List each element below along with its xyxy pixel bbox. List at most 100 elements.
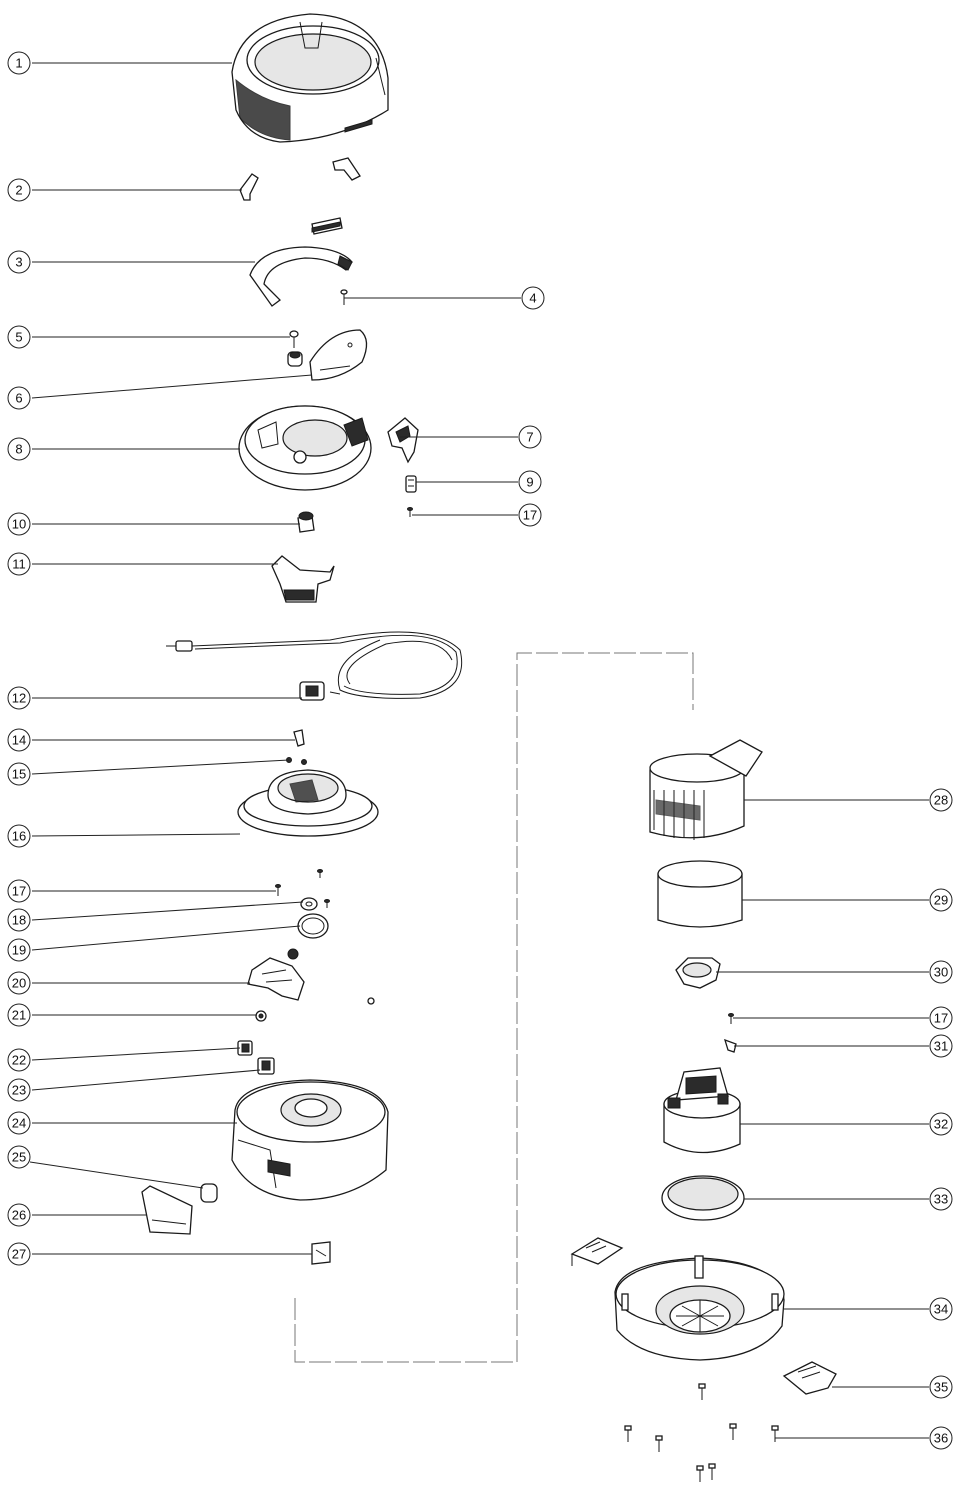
- callout-6: 6: [7, 374, 313, 410]
- callout-17-top: 17: [412, 503, 542, 527]
- callout-5: 5: [7, 325, 290, 349]
- callout-28: 28: [744, 788, 953, 812]
- callout-27: 27: [7, 1242, 312, 1266]
- part-2-clip: [239, 173, 259, 201]
- part-5-screw: [287, 330, 303, 367]
- part-20-switch-holder: [247, 948, 375, 1005]
- part-clip-top: [332, 157, 361, 181]
- callout-26: 26: [7, 1203, 146, 1227]
- callout-3: 3: [7, 250, 255, 274]
- svg-text:18: 18: [12, 913, 26, 928]
- part-17-screw-c: [728, 1013, 734, 1024]
- svg-text:21: 21: [12, 1008, 26, 1023]
- svg-text:14: 14: [12, 733, 26, 748]
- group-boundary: [294, 652, 694, 1363]
- svg-text:19: 19: [12, 943, 26, 958]
- part-3-arc-ring: [249, 246, 353, 307]
- part-11-bracket: [271, 555, 335, 603]
- callout-4: 4: [344, 286, 545, 310]
- part-9-connector: [405, 475, 417, 493]
- callout-9: 9: [416, 470, 542, 494]
- callout-11: 11: [7, 552, 278, 576]
- svg-text:32: 32: [934, 1117, 948, 1132]
- part-28-container: [649, 739, 763, 840]
- callout-15: 15: [7, 759, 290, 786]
- svg-text:20: 20: [12, 976, 26, 991]
- part-7-clamp: [387, 417, 419, 464]
- part-17-screw-b: [275, 869, 330, 908]
- svg-text:10: 10: [12, 517, 26, 532]
- svg-text:31: 31: [934, 1039, 948, 1054]
- callout-12: 12: [7, 686, 302, 710]
- part-35-clip: [782, 1361, 837, 1395]
- callout-8: 8: [7, 437, 240, 461]
- callout-33: 33: [744, 1187, 953, 1211]
- svg-text:3: 3: [15, 255, 22, 270]
- callout-35: 35: [832, 1375, 953, 1399]
- callout-20: 20: [7, 971, 250, 995]
- callout-31: 31: [734, 1034, 953, 1058]
- callout-17-right: 17: [733, 1006, 953, 1030]
- part-30-fan-cap: [675, 957, 721, 989]
- svg-text:8: 8: [15, 442, 22, 457]
- callout-21: 21: [7, 1003, 257, 1027]
- part-34-base: [614, 1255, 785, 1361]
- part-32-motor: [663, 1067, 741, 1154]
- callout-7: 7: [400, 425, 542, 449]
- svg-text:22: 22: [12, 1053, 26, 1068]
- callout-18: 18: [7, 901, 304, 932]
- svg-text:23: 23: [12, 1083, 26, 1098]
- part-14-clip: [293, 729, 305, 747]
- part-23-switch: [257, 1057, 275, 1075]
- callout-34: 34: [784, 1297, 953, 1321]
- svg-text:9: 9: [526, 475, 533, 490]
- part-24-motor-housing: [231, 1079, 389, 1201]
- part-36-screws: [624, 1383, 779, 1482]
- svg-text:15: 15: [12, 767, 26, 782]
- svg-text:17: 17: [523, 508, 537, 523]
- svg-text:27: 27: [12, 1247, 26, 1262]
- part-22-switch: [237, 1040, 253, 1056]
- part-19-o-ring: [297, 913, 329, 939]
- part-12-power-cord: [166, 631, 463, 701]
- part-4-screw: [340, 289, 348, 305]
- callout-25: 25: [7, 1145, 204, 1189]
- svg-text:29: 29: [934, 893, 948, 908]
- svg-text:30: 30: [934, 965, 948, 980]
- callout-19: 19: [7, 925, 301, 962]
- part-27-label: [311, 1241, 331, 1265]
- svg-text:2: 2: [15, 183, 22, 198]
- svg-text:1: 1: [15, 56, 22, 71]
- part-16-cover-plate: [237, 769, 379, 837]
- part-bracket: [311, 217, 343, 235]
- callout-1: 1: [7, 51, 232, 75]
- part-6-half-ring: [309, 329, 368, 381]
- svg-text:28: 28: [934, 793, 948, 808]
- part-17-screw-a: [407, 507, 413, 517]
- callout-30: 30: [716, 960, 953, 984]
- svg-text:17: 17: [12, 884, 26, 899]
- callout-29: 29: [742, 888, 953, 912]
- callout-36: 36: [775, 1426, 953, 1450]
- callout-22: 22: [7, 1047, 241, 1072]
- svg-text:35: 35: [934, 1380, 948, 1395]
- callout-23: 23: [7, 1069, 261, 1102]
- svg-text:5: 5: [15, 330, 22, 345]
- svg-text:26: 26: [12, 1208, 26, 1223]
- callout-10: 10: [7, 512, 300, 536]
- callout-2: 2: [7, 178, 242, 202]
- part-18-washer: [300, 897, 318, 911]
- svg-text:12: 12: [12, 691, 26, 706]
- svg-text:16: 16: [12, 829, 26, 844]
- svg-text:11: 11: [12, 557, 26, 572]
- part-1-top-cover: [231, 13, 389, 143]
- callout-16: 16: [7, 824, 241, 848]
- svg-text:4: 4: [529, 291, 536, 306]
- callout-24: 24: [7, 1111, 237, 1135]
- part-21-nut: [255, 1010, 267, 1022]
- part-25-cap: [200, 1183, 218, 1203]
- part-31-terminal: [724, 1038, 737, 1053]
- part-8-lid-plate: [238, 405, 372, 491]
- part-33-gasket: [661, 1175, 745, 1221]
- svg-text:24: 24: [12, 1116, 26, 1131]
